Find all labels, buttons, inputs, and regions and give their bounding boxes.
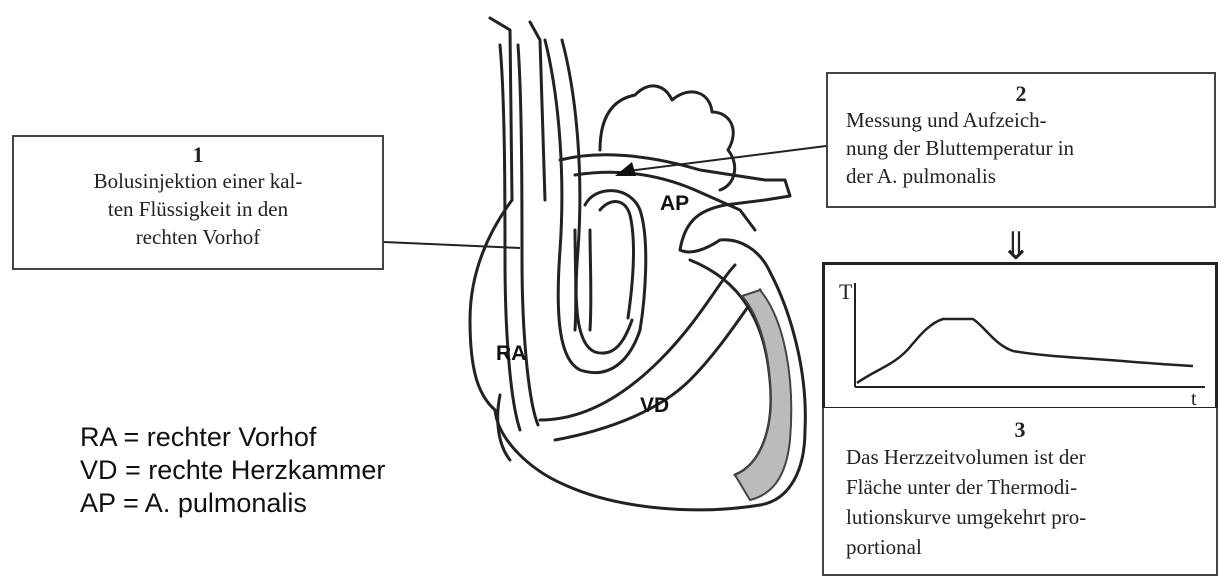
label-vd: VD (640, 394, 669, 417)
step-2-number: 2 (828, 82, 1214, 106)
legend-ra: RA = rechter Vorhof (80, 422, 316, 453)
step-1-line: rechten Vorhof (14, 223, 382, 251)
legend-vd: VD = rechte Herzkammer (80, 455, 385, 486)
step-1-number: 1 (14, 143, 382, 167)
legend-ap: AP = A. pulmonalis (80, 488, 307, 519)
step-2-line: der A. pulmonalis (828, 162, 1214, 190)
step-3-line: portional (824, 532, 1216, 562)
ventricle-wall (540, 265, 735, 420)
septum-shading (735, 290, 791, 500)
step-2-box: 2 Messung und Aufzeich- nung der Bluttem… (826, 72, 1216, 208)
thermodilution-curve (857, 319, 1193, 383)
step-3-box: 3 Das Herzzeitvolumen ist der Fläche unt… (822, 408, 1218, 576)
y-axis-label: T (839, 279, 853, 304)
step-3-line: Fläche unter der Thermodi- (824, 472, 1216, 502)
step-3-number: 3 (824, 418, 1216, 442)
thermodilution-curve-graph: T t (822, 262, 1218, 410)
step-1-line: Bolusinjektion einer kal- (14, 167, 382, 195)
pointer-arrowhead (615, 162, 636, 176)
x-axis-label: t (1191, 388, 1197, 407)
step-1-box: 1 Bolusinjektion einer kal- ten Flüssigk… (12, 135, 384, 270)
step-3-line: lutionskurve umgekehrt pro- (824, 502, 1216, 532)
label-ap: AP (660, 192, 689, 215)
label-ra: RA (496, 342, 526, 365)
step-1-line: ten Flüssigkeit in den (14, 195, 382, 223)
step-2-line: Messung und Aufzeich- (828, 106, 1214, 134)
pointer-line-1 (384, 242, 520, 248)
step-3-line: Das Herzzeitvolumen ist der (824, 442, 1216, 472)
step-2-line: nung der Bluttemperatur in (828, 134, 1214, 162)
